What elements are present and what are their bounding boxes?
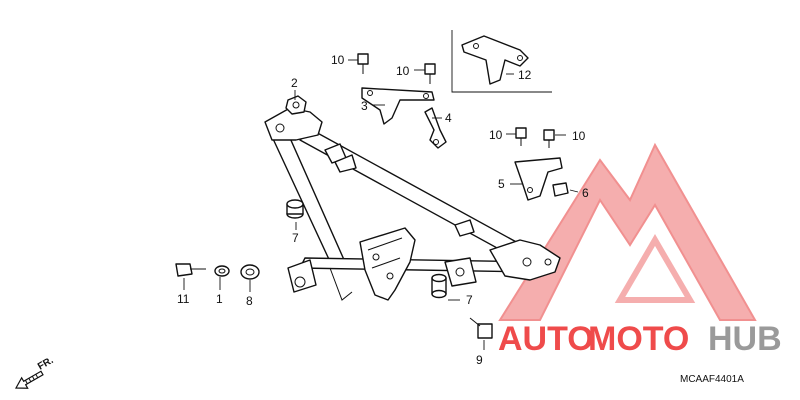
watermark-moto: MOTO: [588, 320, 689, 358]
frame-center-gusset: [359, 227, 416, 301]
front-direction-arrow: [14, 370, 44, 389]
watermark-logo: [498, 142, 757, 321]
callout-2: 2: [291, 76, 298, 90]
part-12-frame-box: [451, 30, 552, 93]
part-6-clip: [552, 182, 569, 197]
part-3-bracket: [361, 87, 435, 125]
frame-front-mount: [287, 259, 317, 293]
bolt-10-d: [543, 129, 555, 148]
frame-rear-bracket: [489, 239, 561, 281]
callout-10-a: 10: [331, 53, 345, 67]
callout-labels: 2 1 3 4 5 6 7 7 8 9 10 10 10 10 11 12: [177, 53, 589, 367]
part-11-bolt: [175, 263, 206, 277]
watermark-hub: HUB: [708, 320, 782, 358]
leader-lines: [183, 59, 579, 350]
callout-1: 1: [216, 292, 223, 306]
front-direction-label: FR.: [36, 355, 56, 373]
bolt-10-a: [357, 53, 369, 74]
callout-10-d: 10: [572, 129, 586, 143]
part-7-rubber-lower: [431, 273, 447, 299]
watermark-auto: AUTO: [498, 320, 594, 358]
callout-7-upper: 7: [292, 231, 299, 245]
callout-5: 5: [498, 177, 505, 191]
part-8-bush: [240, 264, 260, 280]
callout-4: 4: [445, 111, 452, 125]
part-2-nut: [285, 95, 307, 115]
part-5-bracket: [514, 157, 563, 201]
callout-6: 6: [582, 186, 589, 200]
diagram-code: MCAAF4401A: [680, 374, 744, 385]
callout-12: 12: [518, 68, 532, 82]
callout-11: 11: [177, 292, 190, 306]
part-9-bolt: [469, 317, 493, 339]
callout-8: 8: [246, 294, 253, 308]
bolt-10-c: [515, 127, 527, 146]
part-7-rubber-upper: [286, 199, 304, 219]
bolt-10-b: [424, 63, 436, 84]
part-1-collar: [214, 265, 230, 277]
callout-7-lower: 7: [466, 293, 473, 307]
callout-9: 9: [476, 353, 483, 367]
part-12-bracket: [461, 35, 529, 85]
callout-10-b: 10: [396, 64, 410, 78]
watermark-triangle-icon: [498, 142, 757, 321]
part-4-stay: [424, 107, 447, 149]
watermark-wordmark: AUTO MOTO HUB: [498, 320, 782, 358]
callout-10-c: 10: [489, 128, 503, 142]
callout-3: 3: [361, 99, 368, 113]
